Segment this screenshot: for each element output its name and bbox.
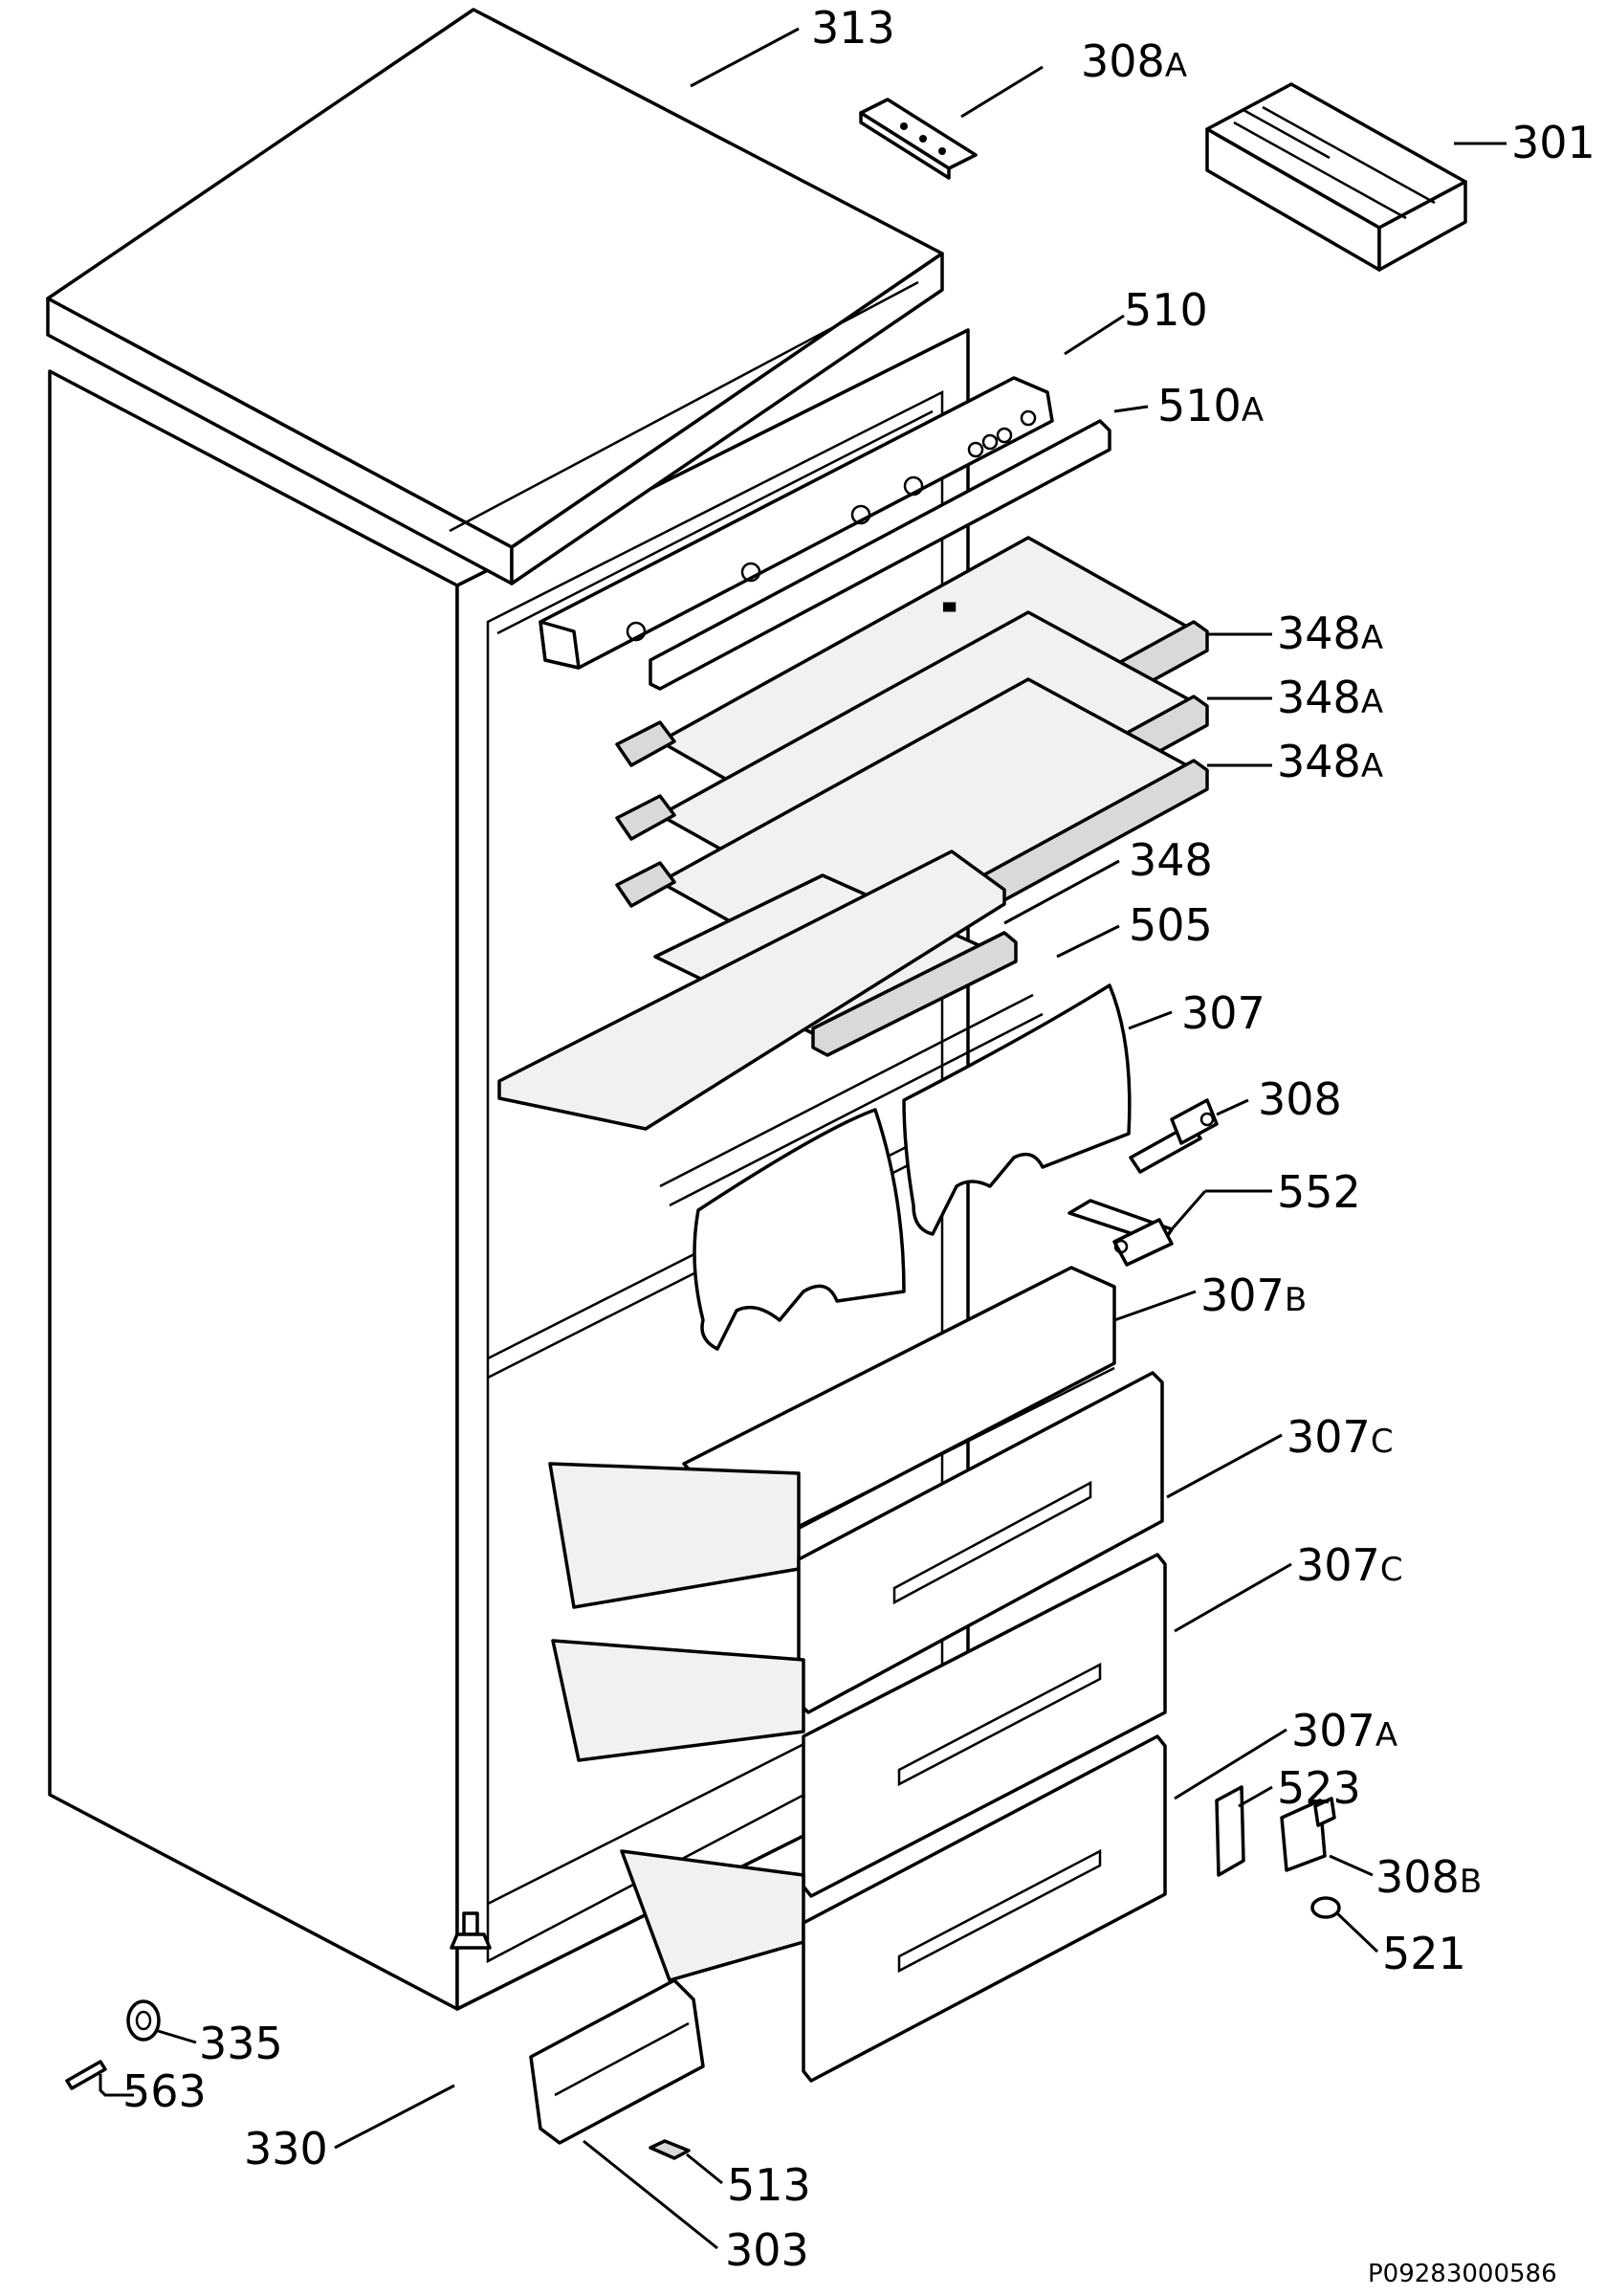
callout-330: 330	[244, 2123, 328, 2175]
leader-lines	[99, 27, 1507, 2250]
freezer-flap-307	[693, 983, 1132, 1351]
control-panel-510	[539, 376, 1054, 670]
svg-text:≡: ≡	[942, 597, 957, 617]
callout-308a: 308A	[1081, 35, 1187, 87]
callout-308b: 308B	[1375, 1851, 1482, 1903]
bracket-523	[1215, 1785, 1245, 1877]
callout-313: 313	[811, 2, 895, 54]
callout-307c-1: 307C	[1287, 1411, 1394, 1463]
top-hinge-308a	[859, 98, 978, 180]
flap-bracket-552	[1067, 1199, 1174, 1267]
callout-505: 505	[1129, 899, 1213, 951]
callout-348a-1: 348A	[1277, 607, 1383, 659]
plug-521	[1310, 1896, 1341, 1919]
callout-521: 521	[1382, 1928, 1466, 1979]
callout-308: 308	[1258, 1073, 1342, 1125]
callout-510a: 510A	[1157, 380, 1264, 431]
foot-330	[450, 1911, 492, 1950]
hinge-308b	[1280, 1797, 1336, 1872]
pin-563	[65, 2060, 107, 2090]
callout-labels: 313 308A 301 510 510A 348A 348A 348A 348…	[122, 2, 1595, 2276]
callout-307: 307	[1181, 987, 1265, 1039]
freezer-drawer-307a-bottom	[620, 1734, 1167, 2083]
hinge-308	[1129, 1098, 1219, 1174]
callout-523: 523	[1277, 1762, 1361, 1814]
callout-510: 510	[1124, 284, 1208, 336]
control-panel-trim-510a	[649, 419, 1111, 691]
callout-563: 563	[122, 2065, 207, 2117]
callout-307b: 307B	[1200, 1269, 1307, 1321]
callout-307a: 307A	[1291, 1705, 1397, 1756]
callout-552: 552	[1277, 1166, 1361, 1218]
ice-cube-tray-301	[1205, 82, 1467, 272]
freezer-cover-505	[497, 850, 1044, 1207]
callout-348a-2: 348A	[1277, 672, 1383, 723]
callout-348a-3: 348A	[1277, 736, 1383, 787]
callout-335: 335	[199, 2018, 283, 2069]
plinth-303	[529, 1978, 705, 2145]
plinth-clip-513	[649, 2139, 691, 2160]
callout-348: 348	[1129, 834, 1213, 886]
callout-303: 303	[725, 2224, 809, 2276]
callout-307c-2: 307C	[1296, 1539, 1403, 1591]
drawing-code: P09283000586	[1368, 2260, 1557, 2288]
callout-301: 301	[1511, 117, 1595, 168]
callout-513: 513	[727, 2159, 811, 2211]
spacer-335	[126, 1999, 161, 2042]
top-cover-313	[46, 8, 944, 585]
